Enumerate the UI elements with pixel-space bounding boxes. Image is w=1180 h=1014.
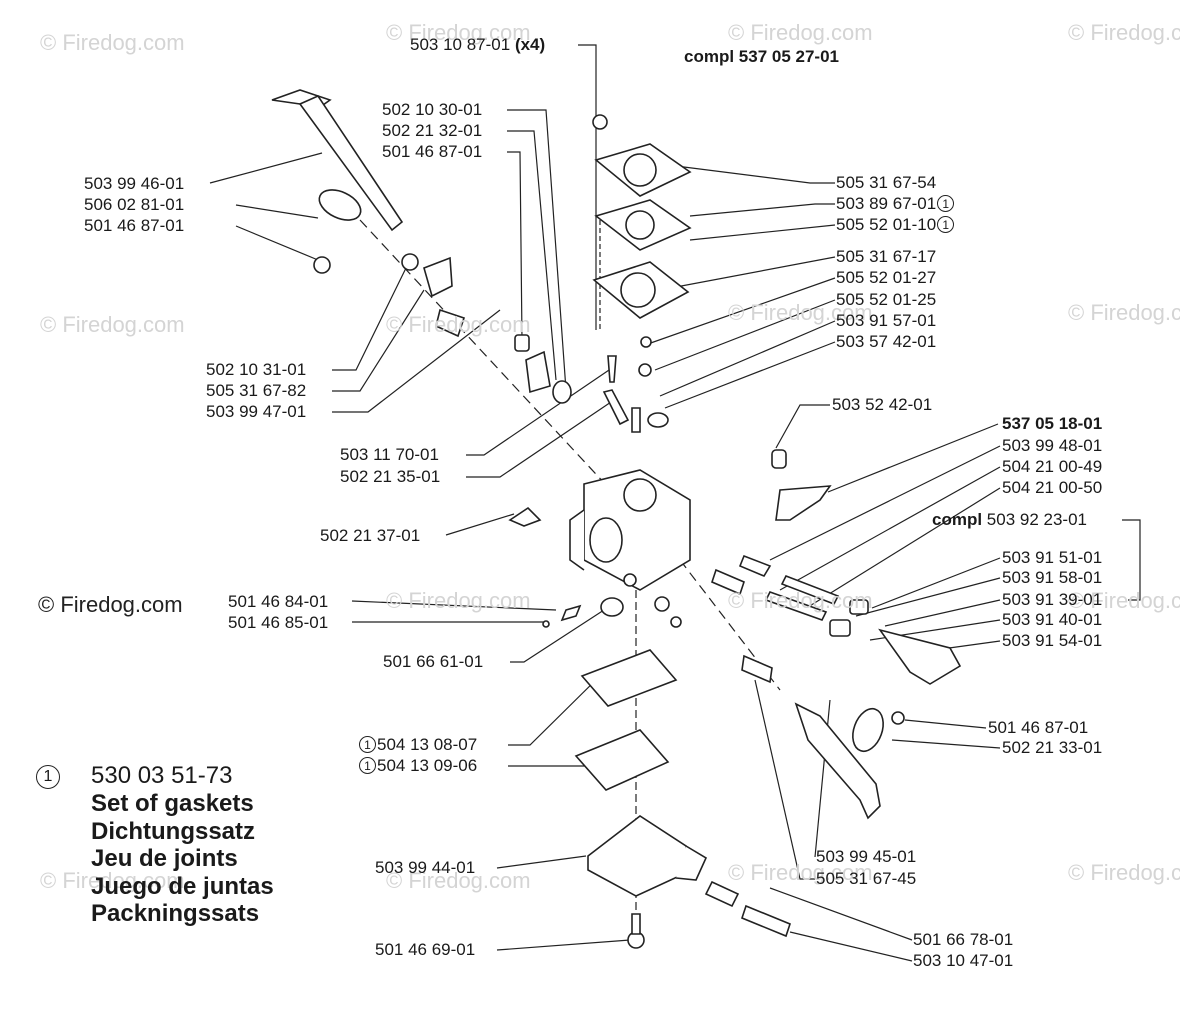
part-label: 502 10 31-01: [206, 360, 307, 379]
quantity: (x4): [514, 35, 546, 54]
watermark: © Firedog.com: [40, 868, 185, 893]
part-label: 502 21 37-01: [320, 526, 421, 545]
part-label: 501 46 87-01: [382, 142, 483, 161]
part-label: 501 66 78-01: [913, 930, 1014, 949]
part-label: 503 99 46-01: [84, 174, 185, 193]
part-label: 503 52 42-01: [832, 395, 933, 414]
watermark: © Firedog.com: [40, 30, 185, 55]
legend-line: Jeu de joints: [91, 845, 238, 873]
part-label: 501 46 69-01: [375, 940, 476, 959]
part-label: 503 91 39-01: [1002, 590, 1103, 609]
part-label: 503 91 57-01: [836, 311, 937, 330]
part-label: 503 99 47-01: [206, 402, 307, 421]
part-label: 503 11 70-01: [340, 445, 439, 464]
legend-part-number: 530 03 51-73: [91, 762, 233, 789]
watermark: © Firedog.com: [728, 860, 873, 885]
watermark: © Firedog.com: [386, 20, 531, 45]
watermark: © Firedog.com: [728, 300, 873, 325]
part-label: 505 31 67-17: [836, 247, 937, 266]
compl-prefix: compl: [684, 47, 735, 66]
part-label: compl 503 92 23-01: [932, 510, 1087, 529]
part-label: 501 46 87-01: [988, 718, 1089, 737]
watermark: © Firedog.com: [386, 588, 531, 613]
part-label: 503 57 42-01: [836, 332, 937, 351]
part-label: 505 31 67-82: [206, 381, 307, 400]
watermark: © Firedog.com: [728, 20, 873, 45]
part-label: 501 46 85-01: [228, 613, 329, 632]
watermark: © Firedog.com: [728, 588, 873, 613]
throttle-valve: [318, 189, 362, 221]
part-label: 505 52 01-27: [836, 268, 937, 287]
part-label: 505 31 67-45: [816, 869, 917, 888]
part-label: 503 99 48-01: [1002, 436, 1103, 455]
part-label: 505 52 01-25: [836, 290, 937, 309]
part-label: 503 99 45-01: [816, 847, 917, 866]
gasket-set-marker-icon: 1: [36, 765, 60, 789]
legend-descriptions: Set of gaskets Dichtungssatz Jeu de join…: [91, 790, 274, 928]
watermark: © Firedog.com: [1068, 300, 1180, 325]
part-label: 537 05 18-01: [1002, 414, 1103, 433]
compl-part-number: 537 05 27-01: [738, 47, 839, 66]
part-number: 503 10 87-01: [410, 35, 511, 54]
part-label: 503 91 51-01: [1002, 548, 1103, 567]
part-label: 501 66 61-01: [383, 652, 484, 671]
watermark: © Firedog.com: [1068, 588, 1180, 613]
part-label: 501 46 84-01: [228, 592, 329, 611]
part-label: 503 91 54-01: [1002, 631, 1103, 650]
gasket-set-marker-icon: 1: [359, 757, 376, 774]
legend-line: Dichtungssatz: [91, 817, 256, 845]
gasket-set-marker-icon: 1: [937, 195, 955, 212]
watermark: © Firedog.com: [386, 312, 531, 337]
part-label: 503 91 40-01: [1002, 610, 1103, 629]
legend-line: Juego de juntas: [91, 872, 274, 900]
part-label: 502 21 35-01: [340, 467, 441, 486]
watermark: © Firedog.com: [386, 868, 531, 893]
part-label: 502 21 32-01: [382, 121, 483, 140]
gasket-set-marker-icon: 1: [937, 216, 955, 233]
watermark: © Firedog.com: [40, 312, 185, 337]
gasket-set-marker-icon: 1: [359, 736, 376, 753]
part-label: 502 21 33-01: [1002, 738, 1103, 757]
part-label: 504 21 00-49: [1002, 457, 1103, 476]
part-label: 503 99 44-01: [375, 858, 476, 877]
copyright-text: © Firedog.com: [38, 592, 183, 617]
part-label: 504 21 00-50: [1002, 478, 1103, 497]
watermark: © Firedog.com: [1068, 20, 1180, 45]
leader-line: [578, 44, 597, 330]
compl-label: compl 537 05 27-01: [684, 47, 839, 67]
legend-line: Set of gaskets: [91, 790, 254, 817]
compl-prefix: compl: [932, 510, 983, 529]
watermark: © Firedog.com: [1068, 860, 1180, 885]
part-label: 503 91 58-01: [1002, 568, 1103, 587]
part-label: 501 46 87-01: [84, 216, 185, 235]
part-label: 503 10 87-01 (x4): [410, 35, 545, 55]
part-label: 503 10 47-01: [913, 951, 1014, 970]
legend-line: Packningssats: [91, 900, 260, 928]
part-label: 506 02 81-01: [84, 195, 185, 214]
part-label: 505 31 67-54: [836, 173, 937, 192]
part-label: 502 10 30-01: [382, 100, 483, 119]
